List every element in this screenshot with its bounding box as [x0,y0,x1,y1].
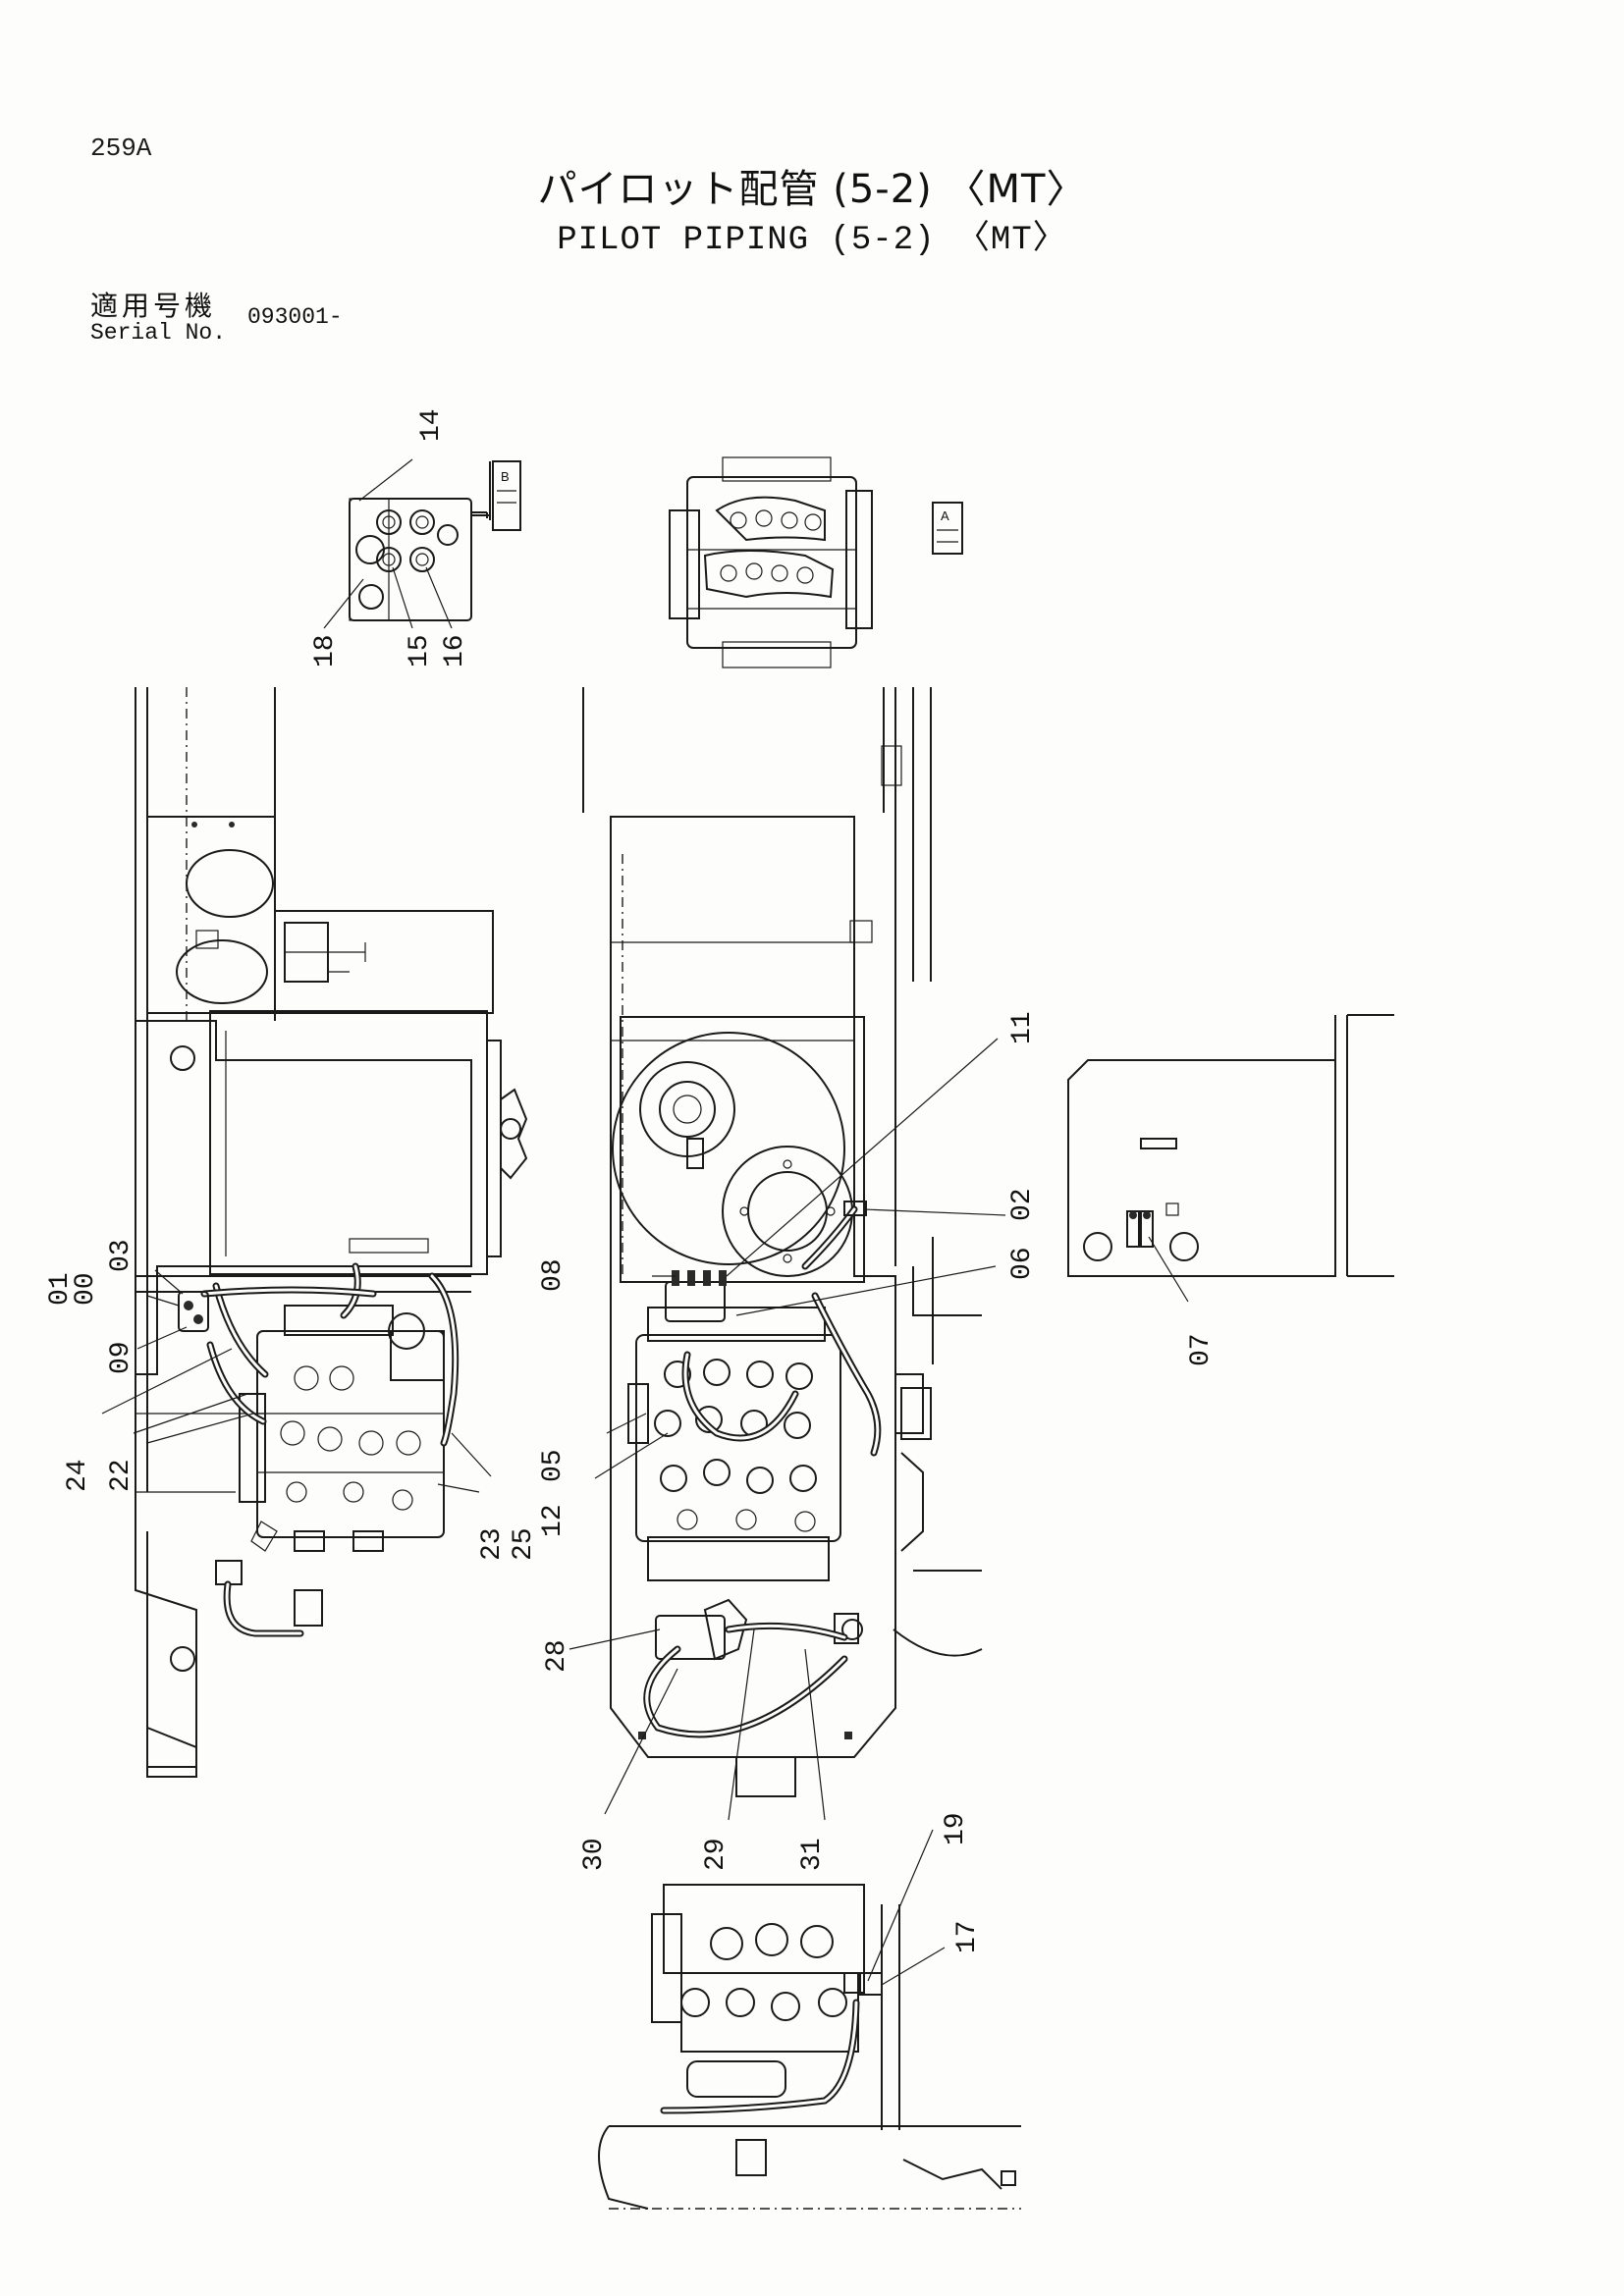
callout-23: 23 [477,1527,508,1561]
callout-16: 16 [440,634,470,667]
callout-19: 19 [941,1812,971,1845]
callout-25: 25 [509,1527,539,1561]
callout-03: 03 [106,1239,136,1272]
callout-22: 22 [106,1459,136,1492]
serial-number-value: 093001- [247,304,343,330]
callout-28: 28 [542,1639,572,1673]
callout-07: 07 [1186,1333,1217,1366]
center-frame-assembly [568,687,1006,1821]
bottom-section-view [598,1829,1021,2210]
callout-31: 31 [797,1838,828,1871]
callout-12: 12 [538,1504,568,1537]
callout-30: 30 [579,1838,610,1871]
right-side-tank-view [1067,1014,1394,1303]
callout-24: 24 [63,1459,93,1492]
callout-06: 06 [1007,1247,1038,1280]
callout-01: 01 [45,1272,76,1306]
callout-05: 05 [538,1449,568,1482]
callout-18: 18 [310,634,341,667]
view-b-tag-letter: B [501,469,510,484]
detail-view-a: A [669,456,963,668]
callout-08: 08 [538,1258,568,1292]
serial-label-english: Serial No. [90,320,227,346]
callout-17: 17 [952,1920,983,1953]
detail-view-b: B [323,458,521,629]
callout-09: 09 [106,1341,136,1374]
serial-label-japanese: 適用号機 [90,290,217,322]
view-a-tag-letter: A [941,508,949,523]
page-title-japanese: パイロット配管 (5-2) 〈MT〉 [537,167,1087,212]
callout-14: 14 [416,408,447,442]
callout-11: 11 [1007,1011,1038,1044]
left-frame-assembly [101,687,528,1778]
callout-00: 00 [71,1272,101,1306]
callout-15: 15 [405,634,435,667]
page-title-english: PILOT PIPING (5-2) 〈MT〉 [557,222,1067,259]
callout-02: 02 [1007,1188,1038,1221]
page-number: 259A [90,133,152,163]
callout-29: 29 [701,1838,731,1871]
